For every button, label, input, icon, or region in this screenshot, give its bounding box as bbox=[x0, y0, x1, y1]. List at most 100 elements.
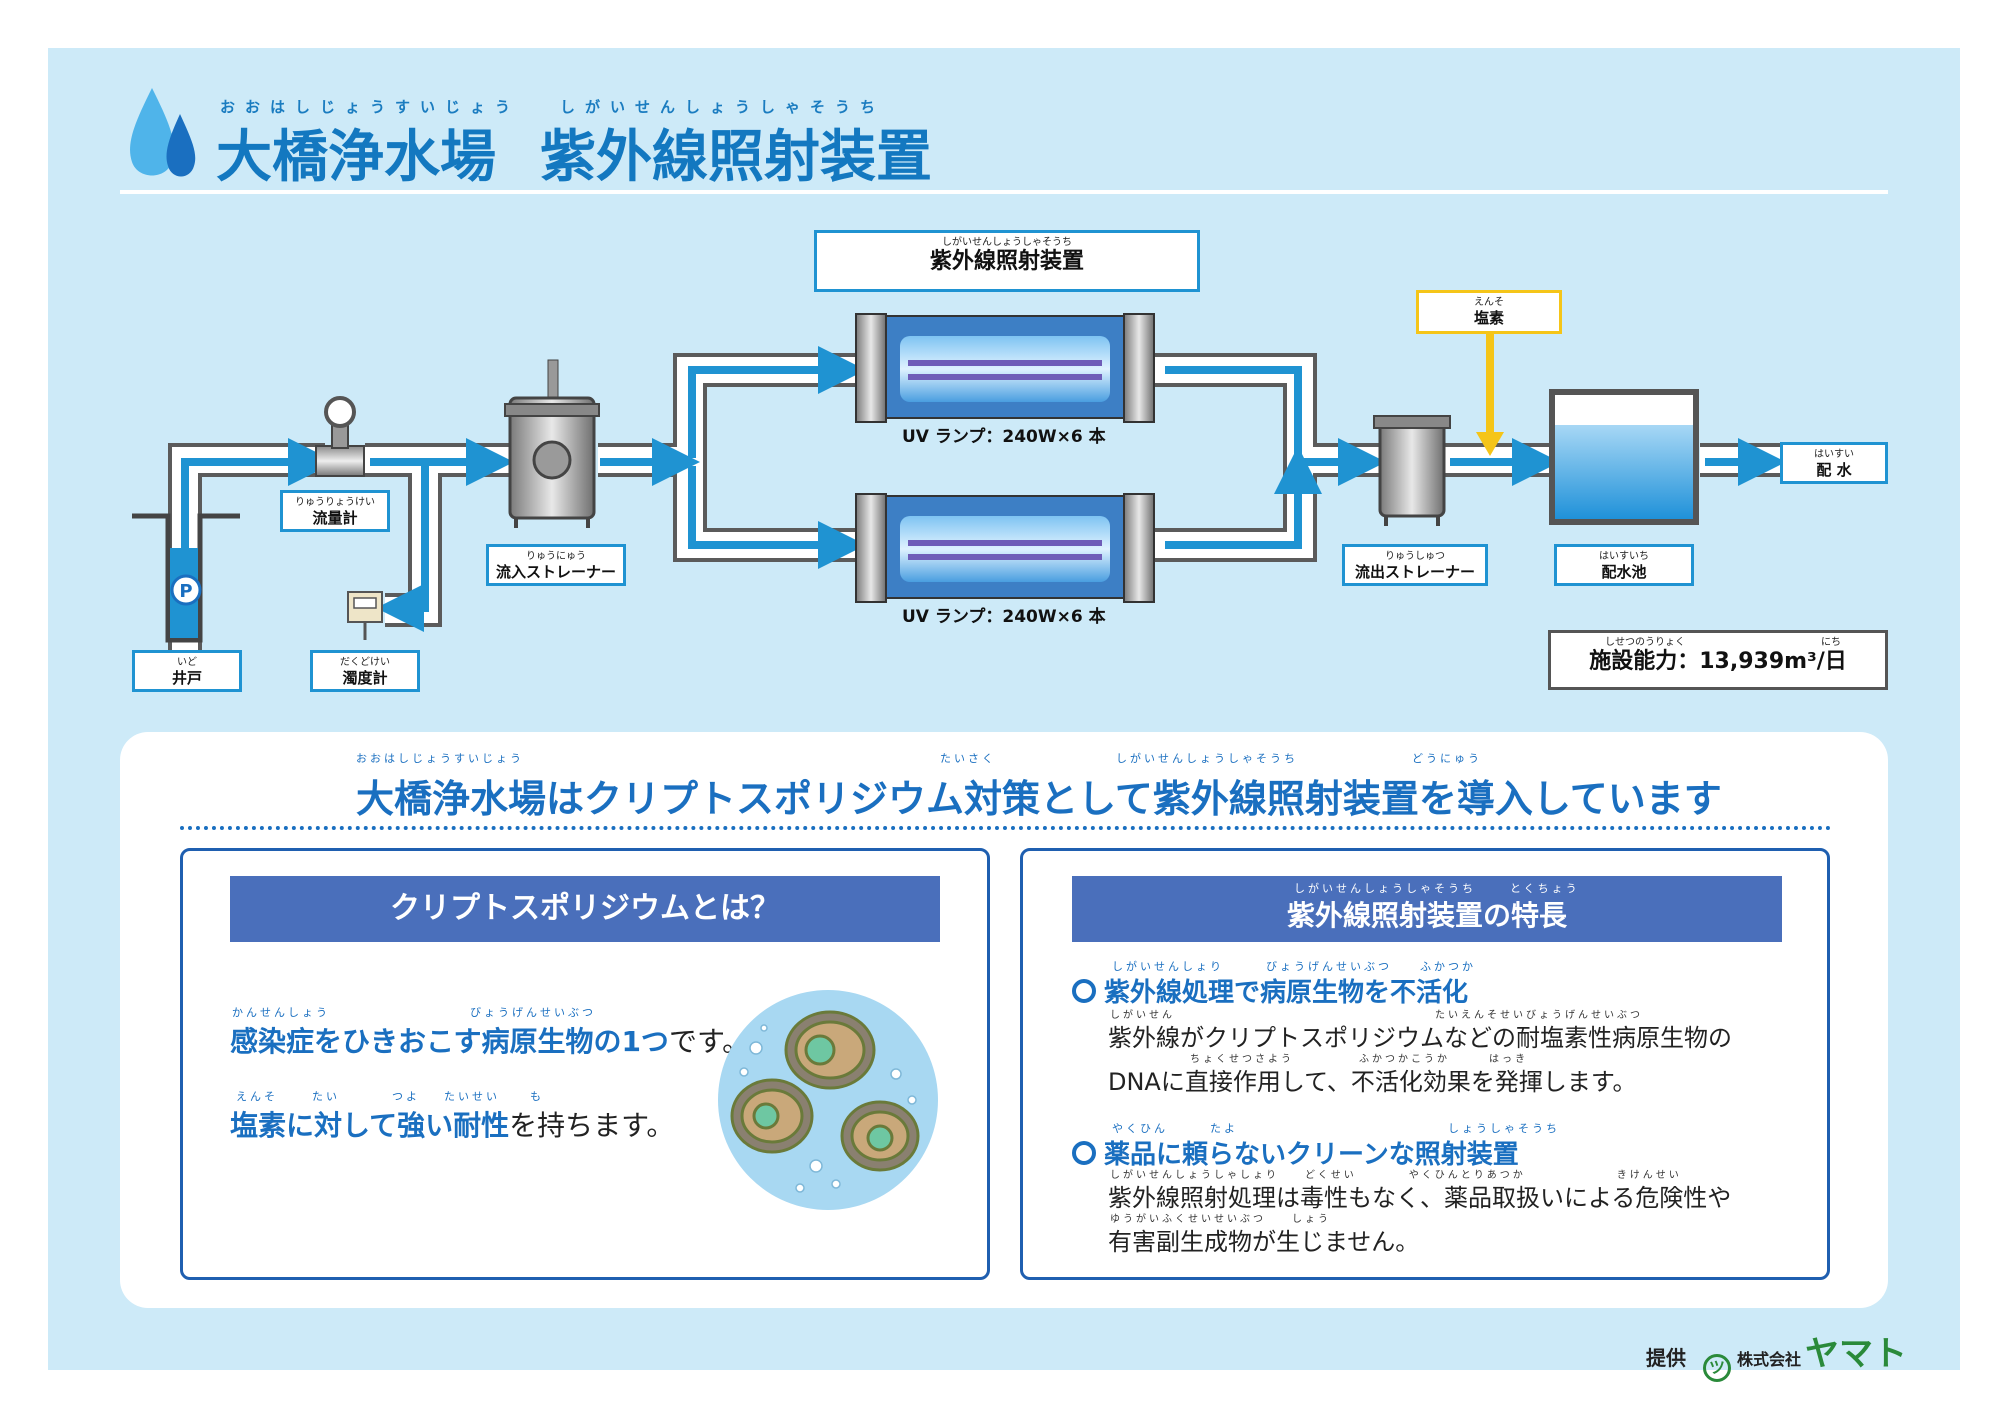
point2-line2: 有害副生成物が生じません。 bbox=[1108, 1228, 1420, 1256]
left-line2-ruby-b: たい bbox=[312, 1090, 340, 1103]
outlet-strainer-label: 流出ストレーナー bbox=[1354, 563, 1475, 581]
info-heading-ruby-3: しがいせんしょうしゃそうち bbox=[1116, 752, 1298, 765]
inlet-strainer-label: 流入ストレーナー bbox=[495, 563, 616, 581]
left-line2-ruby: えんそ たい つよ たいせい も bbox=[232, 1088, 752, 1104]
info-heading-ruby-row: おおはしじょうすいじょう たいさく しがいせんしょうしゃそうち どうにゅう bbox=[356, 750, 1756, 770]
flowmeter-label-box: りゅうりょうけい 流量計 bbox=[280, 490, 390, 532]
cryptosporidium-bar-title: クリプトスポリジウムとは？ bbox=[230, 876, 940, 942]
flowmeter-icon bbox=[315, 396, 365, 477]
point2: 薬品に頼らないクリーンな照射装置 bbox=[1072, 1134, 1519, 1171]
uv-features-bar-title: 紫外線照射装置の特長 bbox=[1286, 899, 1567, 932]
point1-ruby: しがいせんしょり びょうげんせいぶつ ふかつか bbox=[1112, 960, 1476, 973]
outlet-strainer-icon bbox=[1373, 415, 1451, 526]
footer-company-small: 株式会社 bbox=[1736, 1350, 1801, 1369]
footer-credit: 提供 ツ株式会社ヤマト bbox=[1646, 1326, 1907, 1382]
point2-line1: 紫外線照射処理は毒性もなく、薬品取扱いによる危険性や bbox=[1108, 1184, 1732, 1212]
left-line2-ruby-a: えんそ bbox=[236, 1090, 278, 1103]
left-line2-rest: を持ちます。 bbox=[509, 1109, 675, 1142]
turbidimeter-ruby: だくどけい bbox=[340, 657, 390, 668]
point1: 紫外線処理で病原生物を不活化 bbox=[1072, 972, 1468, 1009]
title-ruby-right: しがいせんしょうしゃそうち bbox=[560, 98, 886, 116]
uv-device-label: 紫外線照射装置 bbox=[929, 249, 1084, 274]
chlorine-label-box: えんそ 塩素 bbox=[1416, 290, 1562, 334]
uv-reactor-top bbox=[855, 313, 1155, 423]
flowmeter-ruby: りゅうりょうけい bbox=[295, 497, 375, 508]
well-ruby: いど bbox=[177, 657, 197, 668]
uv-lamp-bottom-label: UV ランプ：240W×6 本 bbox=[902, 607, 1106, 627]
footer-provided: 提供 bbox=[1646, 1346, 1686, 1370]
point1-line2-ruby: ちょくせつさよう ふかつかこうか はっき bbox=[1190, 1054, 1528, 1065]
water-drop-icon bbox=[130, 88, 196, 177]
point1-line1-ruby: しがいせん たいえんそせいびょうげんせいぶつ bbox=[1110, 1010, 1643, 1021]
point2-line1-ruby: しがいせんしょうしゃしょり どくせい やくひんとりあつか きけんせい bbox=[1110, 1170, 1682, 1181]
cryptosporidium-illustration bbox=[718, 990, 938, 1210]
chlorine-arrowhead bbox=[1476, 432, 1504, 456]
uv-reactor-bottom bbox=[855, 493, 1155, 603]
flowmeter-label: 流量計 bbox=[312, 509, 358, 527]
left-line2-blue: 塩素に対して強い耐性 bbox=[230, 1109, 510, 1142]
info-heading-ruby-1: おおはしじょうすいじょう bbox=[356, 752, 524, 765]
outlet-strainer-label-box: りゅうしゅつ 流出ストレーナー bbox=[1342, 544, 1488, 586]
inlet-strainer-icon bbox=[504, 359, 600, 528]
left-line1: 感染症をひきおこす病原生物の1つです。 bbox=[230, 1020, 750, 1060]
left-line1-ruby: かんせんしょう びょうげんせいぶつ bbox=[232, 1004, 752, 1020]
capacity-box: しせつのうりょく にち 施設能力：13,939m³/日 bbox=[1548, 630, 1888, 690]
point1-line1: 紫外線がクリプトスポリジウムなどの耐塩素性病原生物の bbox=[1108, 1024, 1732, 1052]
info-heading-divider bbox=[180, 826, 1832, 830]
point2-line2-ruby: ゆうがいふくせいせいぶつ しょう bbox=[1110, 1214, 1331, 1225]
uv-device-label-box: しがいせんしょうしゃそうち 紫外線照射装置 bbox=[814, 230, 1200, 292]
inlet-strainer-label-box: りゅうにゅう 流入ストレーナー bbox=[486, 544, 626, 586]
info-heading-ruby-4: どうにゅう bbox=[1412, 752, 1482, 765]
page-title-left: 大橋浄水場 bbox=[216, 125, 496, 190]
point1-bullet-icon bbox=[1072, 979, 1096, 1003]
well-outline bbox=[132, 513, 240, 643]
point1-title: 紫外線処理で病原生物を不活化 bbox=[1104, 978, 1469, 1008]
left-line1-ruby-a: かんせんしょう bbox=[232, 1006, 330, 1019]
header-divider bbox=[120, 190, 1888, 194]
outlet-strainer-ruby: りゅうしゅつ bbox=[1385, 551, 1445, 562]
turbidimeter-icon bbox=[347, 591, 383, 640]
inlet-strainer-ruby: りゅうにゅう bbox=[526, 551, 586, 562]
distribution-ruby: はいすい bbox=[1814, 449, 1854, 460]
reservoir-label: 配水池 bbox=[1601, 563, 1647, 581]
point2-title: 薬品に頼らないクリーンな照射装置 bbox=[1104, 1140, 1519, 1170]
info-heading: 大橋浄水場はクリプトスポリジウム対策として紫外線照射装置を導入しています bbox=[356, 777, 1722, 821]
uv-features-bar-ruby-a: しがいせんしょうしゃそうち bbox=[1294, 882, 1476, 895]
capacity-label: 施設能力：13,939m³/日 bbox=[1589, 649, 1847, 674]
uv-lamp-top-label: UV ランプ：240W×6 本 bbox=[902, 427, 1106, 447]
reservoir-label-box: はいすいち 配水池 bbox=[1554, 544, 1694, 586]
left-line2-ruby-c: つよ bbox=[392, 1090, 420, 1103]
capacity-ruby-right: にち bbox=[1821, 637, 1841, 648]
process-flow-diagram: P bbox=[132, 313, 1786, 650]
uv-features-bar-ruby-b: とくちょう bbox=[1510, 882, 1580, 895]
uv-features-bar: しがいせんしょうしゃそうち とくちょう 紫外線照射装置の特長 bbox=[1072, 876, 1782, 942]
point1-line2: DNAに直接作用して、不活化効果を発揮します。 bbox=[1108, 1068, 1637, 1096]
well-label-box: いど 井戸 bbox=[132, 650, 242, 692]
left-line1-blue: 感染症をひきおこす病原生物の1つ bbox=[230, 1025, 669, 1058]
pump-icon bbox=[170, 574, 202, 606]
reservoir-ruby: はいすいち bbox=[1599, 551, 1649, 562]
chlorine-label: 塩素 bbox=[1473, 309, 1504, 327]
capacity-ruby-left: しせつのうりょく bbox=[1605, 637, 1685, 648]
well-label: 井戸 bbox=[171, 669, 202, 687]
left-line2: 塩素に対して強い耐性を持ちます。 bbox=[230, 1104, 674, 1144]
left-line2-ruby-d: たいせい bbox=[444, 1090, 500, 1103]
reservoir-icon bbox=[1549, 389, 1699, 525]
company-logo-icon: ツ bbox=[1702, 1354, 1731, 1382]
left-line2-ruby-e: も bbox=[530, 1090, 544, 1103]
point2-bullet-icon bbox=[1072, 1141, 1096, 1165]
turbidimeter-label: 濁度計 bbox=[342, 669, 388, 687]
left-line1-ruby-b: びょうげんせいぶつ bbox=[470, 1006, 596, 1019]
uv-device-ruby: しがいせんしょうしゃそうち bbox=[942, 237, 1072, 248]
distribution-label: 配 水 bbox=[1816, 461, 1852, 479]
page-title-right: 紫外線照射装置 bbox=[540, 125, 932, 190]
footer-company-logo: ヤマト bbox=[1804, 1334, 1907, 1374]
pump-symbol: P bbox=[179, 581, 192, 602]
turbidimeter-label-box: だくどけい 濁度計 bbox=[310, 650, 420, 692]
chlorine-ruby: えんそ bbox=[1474, 297, 1504, 308]
info-heading-ruby-2: たいさく bbox=[940, 752, 996, 765]
point2-ruby: やくひん たよ しょうしゃそうち bbox=[1112, 1122, 1560, 1135]
distribution-label-box: はいすい 配 水 bbox=[1780, 442, 1888, 484]
title-ruby-left: おおはしじょうすいじょう bbox=[220, 98, 521, 116]
page-title: 大橋浄水場紫外線照射装置 bbox=[216, 112, 932, 193]
